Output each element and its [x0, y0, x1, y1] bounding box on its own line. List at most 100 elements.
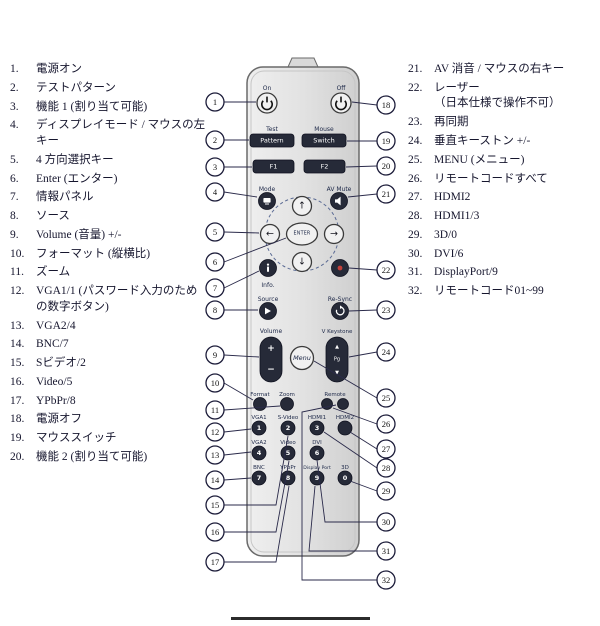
legend-item: 30. DVI/6: [408, 247, 596, 263]
callout-number: 20: [382, 161, 391, 171]
callout-7: 7: [205, 278, 225, 298]
format-button: [253, 397, 267, 411]
v-keystone-rocker: ▲ Pg ▼: [325, 336, 349, 383]
callout-leader-22: [348, 267, 378, 271]
power-off-button: [330, 92, 352, 114]
callout-leader-14: [223, 477, 252, 481]
legend-item-text: HDMI2: [434, 191, 471, 204]
legend-item-number: 6.: [10, 172, 19, 185]
av-mute-button: [330, 192, 348, 210]
digit-6: 6: [315, 449, 320, 457]
legend-item-number: 10.: [10, 247, 25, 260]
pattern-button: Pattern: [249, 133, 295, 148]
digit-7: 7: [257, 474, 262, 482]
legend-item: 7. 情報パネル: [10, 190, 208, 206]
legend-item: 4.ディスプレイモード / マウスの左キー: [10, 118, 208, 149]
callout-12: 12: [205, 422, 225, 442]
callout-number: 5: [213, 227, 217, 237]
callout-number: 15: [211, 500, 220, 510]
left-arrow-icon: ←: [266, 229, 274, 240]
legend-item-number: 30.: [408, 247, 423, 260]
vga2-label: VGA2: [251, 440, 266, 446]
vga1-button: 1: [251, 420, 267, 436]
callout-number: 2: [213, 135, 217, 145]
legend-item-number: 16.: [10, 375, 25, 388]
switch-button: Switch: [301, 133, 347, 148]
legend-item-number: 18.: [10, 413, 25, 426]
digit-0: 0: [343, 474, 348, 482]
callout-number: 10: [211, 378, 220, 388]
power-on-button: [256, 92, 278, 114]
callout-leader-27: [349, 431, 378, 450]
callout-number: 19: [382, 136, 391, 146]
zoom-label: Zoom: [279, 392, 295, 398]
legend-item: 22.レーザー （日本仕様で操作不可）: [408, 81, 596, 112]
mouse-label: Mouse: [314, 126, 334, 133]
legend-item-text: HDMI1/3: [434, 210, 480, 223]
menu-button-label: Menu: [293, 354, 311, 362]
laser-dot-icon: [337, 265, 343, 271]
callout-16: 16: [205, 522, 225, 542]
callout-leader-31: [308, 485, 377, 552]
legend-item-text: DVI/6: [434, 247, 464, 260]
display-icon: [263, 198, 271, 203]
callout-number: 21: [382, 189, 391, 199]
s-video-label: S-Video: [278, 415, 299, 421]
keystone-down-icon: ▼: [335, 370, 339, 376]
callout-leader-10: [223, 382, 254, 401]
callout-number: 6: [213, 257, 217, 267]
legend-item: 28.HDMI1/3: [408, 209, 596, 225]
callout-10: 10: [205, 373, 225, 393]
legend-item-text: 電源オフ: [36, 413, 82, 426]
vga1-label: VGA1: [251, 415, 266, 421]
callout-leader-32: [301, 404, 377, 581]
legend-item: 16. Video/5: [10, 375, 208, 391]
legend-item-text: テストパターン: [36, 81, 116, 94]
callout-24: 24: [376, 342, 396, 362]
legend-item-text: フォーマット (縦横比): [36, 247, 151, 260]
legend-item: 6.Enter (エンター): [10, 172, 208, 188]
legend-item: 26.リモートコードすべて: [408, 172, 596, 188]
legend-item: 2.テストパターン: [10, 81, 208, 97]
callout-22: 22: [376, 260, 396, 280]
legend-item-text: Sビデオ/2: [36, 357, 86, 370]
hdmi2-button: [337, 420, 353, 436]
callout-leader-26: [332, 407, 378, 425]
callout-leader-13: [223, 451, 252, 456]
callout-number: 27: [382, 444, 391, 454]
f1-button: F1: [252, 159, 295, 174]
legend-item: 21.AV 消音 / マウスの右キー: [408, 62, 596, 78]
legend-item-text: マウススイッチ: [36, 432, 117, 445]
legend-item-number: 5.: [10, 153, 19, 166]
callout-23: 23: [376, 300, 396, 320]
callout-leader-7: [223, 270, 260, 289]
callout-13: 13: [205, 445, 225, 465]
callout-number: 1: [213, 97, 217, 107]
mode-button: [258, 192, 276, 210]
legend-item-number: 26.: [408, 172, 423, 185]
callout-leader-17: [224, 485, 290, 563]
source-icon: [265, 307, 271, 315]
digit-8: 8: [286, 474, 291, 482]
legend-item-text: 情報パネル: [36, 191, 94, 204]
legend-item-text: Video/5: [36, 375, 73, 388]
info-button: [259, 259, 277, 277]
callout-leader-25: [313, 360, 378, 399]
legend-item-number: 7.: [10, 191, 19, 204]
legend-item: 17.YPbPr/8: [10, 394, 208, 410]
callout-layer: 1234567891011121314151617181920212223242…: [205, 92, 396, 590]
volume-minus-label: −: [267, 365, 275, 375]
legend-item: 23.再同期: [408, 115, 596, 131]
legend-item-number: 12.: [10, 285, 25, 298]
legend-item-text: 垂直キーストン +/-: [434, 134, 531, 147]
callout-number: 18: [382, 100, 391, 110]
legend-item-text: リモートコード01~99: [434, 285, 544, 298]
volume-label: Volume: [260, 328, 283, 335]
legend-item: 3.機能 1 (割り当て可能): [10, 100, 208, 116]
page-footer-line: [231, 617, 370, 620]
digit-3: 3: [315, 424, 320, 432]
f2-button-label: F2: [321, 163, 329, 171]
legend-item: 10. フォーマット (縦横比): [10, 247, 208, 263]
callout-8: 8: [205, 300, 225, 320]
